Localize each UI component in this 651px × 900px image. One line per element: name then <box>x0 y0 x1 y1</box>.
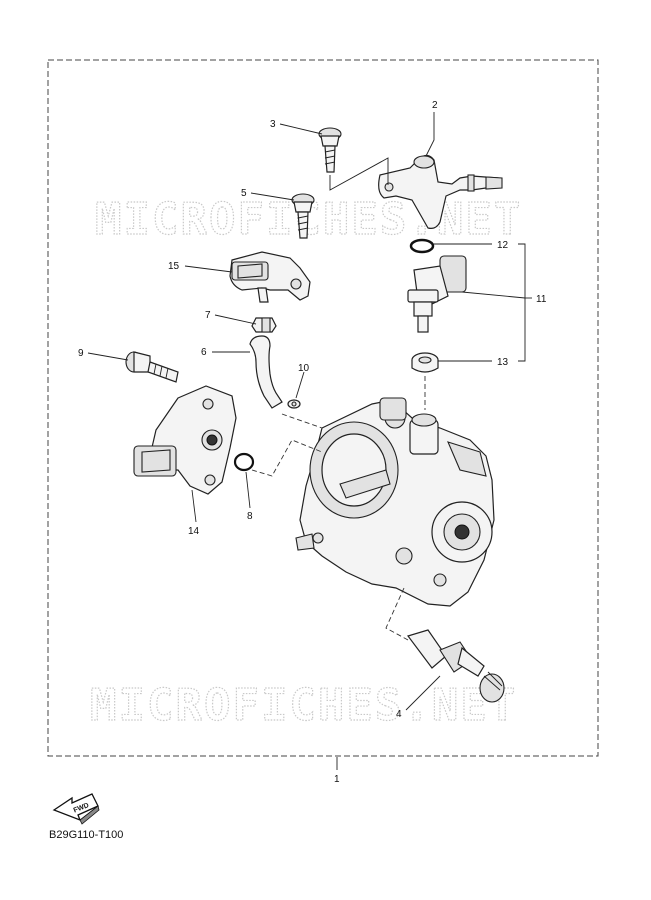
collar-part-13[interactable] <box>411 352 439 373</box>
diagram-code: B29G110-T100 <box>49 829 124 841</box>
hose-part-6[interactable] <box>249 335 283 409</box>
fitting-part-10[interactable] <box>287 399 301 409</box>
joint-part-2[interactable] <box>378 154 503 229</box>
callout-2: 2 <box>432 100 438 111</box>
callout-11: 11 <box>536 294 547 305</box>
o-ring-part-12[interactable] <box>409 238 435 254</box>
callout-14: 14 <box>188 526 200 537</box>
clip-part-7[interactable] <box>251 317 277 333</box>
sensor-part-15[interactable] <box>229 251 311 303</box>
watermark-bottom: MICROFICHES.NET <box>90 680 517 731</box>
callout-5: 5 <box>241 188 247 199</box>
screw-part-3[interactable] <box>318 127 342 173</box>
callout-4: 4 <box>396 709 402 720</box>
callout-15: 15 <box>168 261 180 272</box>
callout-3: 3 <box>270 119 276 130</box>
callout-13: 13 <box>497 357 509 368</box>
callout-6: 6 <box>201 347 207 358</box>
fwd-arrow-icon: FWD <box>52 793 100 825</box>
idle-screw-part-4[interactable] <box>407 629 505 703</box>
callout-9: 9 <box>78 348 84 359</box>
assembly-frame <box>47 59 599 757</box>
o-ring-part-8[interactable] <box>233 452 255 472</box>
screw-part-5[interactable] <box>291 193 315 239</box>
bolt-part-9[interactable] <box>125 351 179 383</box>
callout-12: 12 <box>497 240 509 251</box>
callout-8: 8 <box>247 511 253 522</box>
callout-1: 1 <box>334 774 340 785</box>
callout-7: 7 <box>205 310 211 321</box>
tps-part-14[interactable] <box>133 385 237 495</box>
throttle-body-part-1[interactable] <box>295 397 495 607</box>
injector-part-11[interactable] <box>407 255 467 333</box>
callout-10: 10 <box>298 363 310 374</box>
